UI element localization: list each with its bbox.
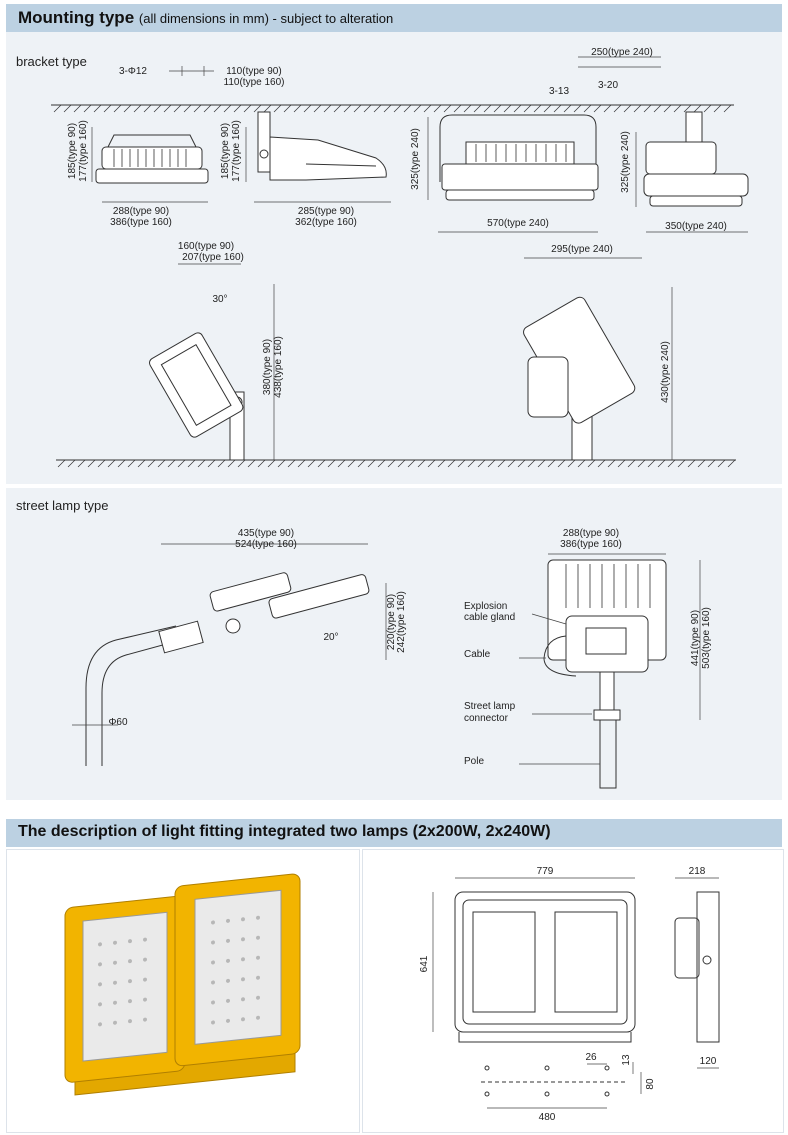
callout-cable: Cable (464, 649, 491, 660)
street-lamp-drawings: 435(type 90) 524(type 160) 20° Φ60 288(t… (72, 528, 712, 789)
dimension-drawing-panel: 779 218 120 26 480 641 13 80 (362, 849, 784, 1133)
lamp-bracket-side-view (257, 111, 387, 181)
dim-120: 120 (700, 1056, 717, 1067)
dimension-drawing: 779 218 120 26 480 641 13 80 (419, 866, 720, 1123)
bracket-type-panel: 3-Φ12 110(type 90) 110(type 160) 288(typ… (6, 32, 782, 484)
dim-285-type90: 285(type 90) (298, 206, 354, 217)
dim-185-type90-left: 185(type 90) (67, 123, 78, 179)
dim-386-type160: 386(type 160) (110, 217, 172, 228)
lamp-floor-type240-view (523, 296, 636, 461)
lamp-floor-tilted-view (149, 332, 245, 461)
street-pole-side (85, 572, 370, 766)
product-photo (64, 873, 301, 1096)
dim-angle-20: 20° (323, 632, 338, 643)
mounting-type-subtitle: (all dimensions in mm) - subject to alte… (138, 11, 394, 26)
mounting-type-title: Mounting type (all dimensions in mm) - s… (18, 8, 394, 27)
lamp-type240-side-view (643, 111, 749, 207)
street-lamp-panel: 435(type 90) 524(type 160) 20° Φ60 288(t… (6, 488, 782, 800)
dim-435-type90: 435(type 90) (238, 528, 294, 539)
dim-phi60: Φ60 (108, 717, 128, 728)
dim-177-type160-right: 177(type 160) (231, 120, 242, 182)
dim-480: 480 (539, 1112, 556, 1123)
dim-570-type240: 570(type 240) (487, 218, 549, 229)
dim-160-type90: 160(type 90) (178, 241, 234, 252)
dim-177-type160-left: 177(type 160) (78, 120, 89, 182)
dim-242-type160: 242(type 160) (396, 591, 407, 653)
callout-explosion-gland-line2: cable gland (464, 612, 515, 623)
dim-438-type160: 438(type 160) (273, 336, 284, 398)
street-lamp-front-view (543, 559, 667, 789)
callout-street-lamp-connector-line1: Street lamp (464, 701, 516, 712)
dim-13: 13 (621, 1054, 632, 1066)
dim-503-type160: 503(type 160) (701, 607, 712, 669)
callout-street-lamp-connector-line2: connector (464, 713, 509, 724)
two-lamp-side-outline (674, 891, 720, 1043)
callout-pole: Pole (464, 756, 484, 767)
dim-430-type240: 430(type 240) (660, 341, 671, 403)
dim-641: 641 (419, 955, 430, 972)
product-photo-panel (6, 849, 360, 1133)
lamp-bracket-top-view (95, 134, 209, 184)
dim-110-type90: 110(type 90) (226, 66, 281, 77)
two-lamp-front-outline (454, 891, 636, 1043)
callout-explosion-gland-line1: Explosion (464, 601, 507, 612)
dim-hole-label: 3-Φ12 (119, 66, 147, 77)
dim-angle-30: 30° (212, 294, 227, 305)
street-lamp-type-label: street lamp type (16, 498, 109, 513)
dim-441-type90: 441(type 90) (690, 610, 701, 666)
dim-362-type160: 362(type 160) (295, 217, 357, 228)
dim-250-type240: 250(type 240) (591, 47, 653, 58)
dim-218: 218 (689, 866, 706, 877)
dim-80: 80 (645, 1078, 656, 1090)
dim-207-type160: 207(type 160) (182, 252, 244, 263)
bracket-type-drawings: 3-Φ12 110(type 90) 110(type 160) 288(typ… (51, 47, 749, 468)
dim-220-type90: 220(type 90) (386, 594, 397, 650)
dim-26: 26 (585, 1052, 597, 1063)
dim-779: 779 (537, 866, 554, 877)
dim-185-type90-right: 185(type 90) (220, 123, 231, 179)
bracket-type-label: bracket type (16, 54, 87, 69)
mounting-hole-pattern (481, 1065, 625, 1097)
dim-288-type90: 288(type 90) (113, 206, 169, 217)
dim-386-street: 386(type 160) (560, 539, 622, 550)
mounting-type-header: Mounting type (all dimensions in mm) - s… (6, 4, 782, 32)
description-header: The description of light fitting integra… (6, 819, 782, 847)
dim-380-type90: 380(type 90) (262, 339, 273, 395)
dim-3-13: 3-13 (549, 86, 569, 97)
dim-325-type240-side: 325(type 240) (620, 131, 631, 193)
lamp-type240-front-view (439, 114, 599, 201)
dim-110-type160: 110(type 160) (224, 77, 285, 88)
dim-524-type160: 524(type 160) (235, 539, 297, 550)
dim-350-type240: 350(type 240) (665, 221, 727, 232)
dim-3-20: 3-20 (598, 80, 618, 91)
dim-325-type240-front: 325(type 240) (410, 128, 421, 190)
dim-288-street: 288(type 90) (563, 528, 619, 539)
description-title: The description of light fitting integra… (18, 823, 551, 840)
dim-295-type240: 295(type 240) (551, 244, 613, 255)
